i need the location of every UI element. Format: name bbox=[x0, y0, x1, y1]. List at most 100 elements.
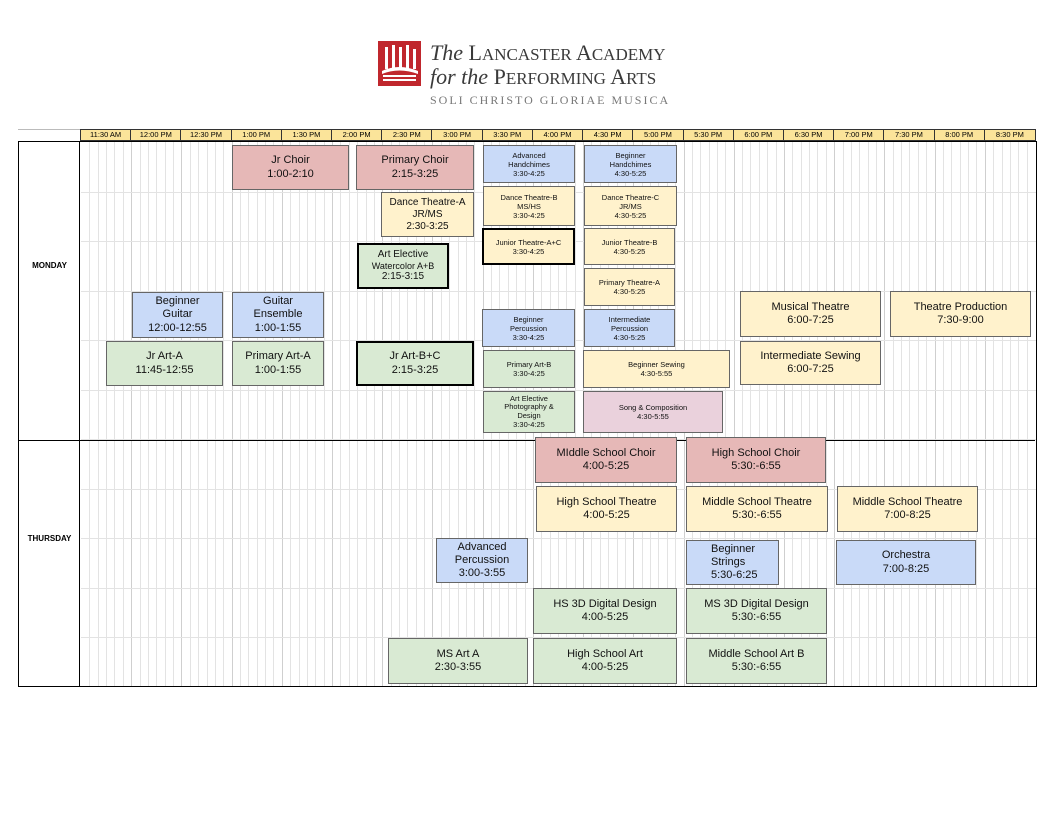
time-slot-header: 6:30 PM bbox=[784, 130, 835, 140]
grid-vline bbox=[323, 142, 325, 686]
time-slot-header: 12:30 PM bbox=[181, 130, 232, 140]
academy-title-line-2: for the PERFORMING ARTS bbox=[430, 64, 657, 89]
grid-hline bbox=[81, 389, 1036, 391]
grid-vline bbox=[106, 142, 108, 686]
grid-vline bbox=[424, 142, 426, 686]
grid-vline bbox=[248, 142, 250, 686]
day-label-monday: MONDAY bbox=[32, 261, 67, 270]
grid-vline bbox=[298, 142, 300, 686]
grid-vline bbox=[97, 142, 99, 686]
time-slot-header: 3:30 PM bbox=[483, 130, 533, 140]
grid-vline bbox=[415, 142, 417, 686]
grid-vline bbox=[767, 142, 769, 686]
grid-vline bbox=[306, 142, 308, 686]
grid-vline bbox=[574, 142, 576, 686]
grid-vline bbox=[1018, 142, 1020, 686]
grid-vline bbox=[725, 142, 727, 686]
grid-vline bbox=[758, 142, 760, 686]
time-slot-header: 12:00 PM bbox=[131, 130, 182, 140]
academy-header: The LANCASTER ACADEMY for the PERFORMING… bbox=[376, 38, 686, 108]
grid-vline bbox=[231, 142, 233, 686]
grid-vline bbox=[934, 142, 936, 686]
grid-vline bbox=[457, 142, 459, 686]
grid-vline bbox=[198, 142, 200, 686]
grid-vline bbox=[901, 142, 903, 686]
academy-motto: SOLI CHRISTO GLORIAE MUSICA bbox=[430, 93, 671, 107]
grid-vline bbox=[382, 142, 384, 686]
grid-vline bbox=[733, 142, 735, 686]
day-divider bbox=[19, 440, 1035, 441]
grid-vline bbox=[348, 142, 350, 686]
grid-vline bbox=[281, 142, 283, 686]
time-slot-header: 2:30 PM bbox=[382, 130, 433, 140]
grid-vline bbox=[399, 142, 400, 686]
grid-vline bbox=[474, 142, 476, 686]
grid-vline bbox=[792, 142, 794, 686]
grid-vline bbox=[859, 142, 861, 686]
grid-vline bbox=[357, 142, 359, 686]
time-slot-header: 8:00 PM bbox=[935, 130, 985, 140]
time-slot-header: 11:30 AM bbox=[81, 130, 132, 140]
grid-vline bbox=[89, 142, 91, 686]
grid-vline bbox=[892, 142, 894, 686]
grid-vline bbox=[976, 142, 978, 686]
grid-vline bbox=[156, 142, 158, 686]
grid-vline bbox=[273, 142, 275, 686]
time-slot-header: 7:00 PM bbox=[834, 130, 885, 140]
day-column: MONDAY THURSDAY bbox=[19, 142, 80, 686]
grid-vline bbox=[917, 142, 919, 686]
time-slot-header: 8:30 PM bbox=[995, 130, 1024, 139]
time-slot-header: 4:00 PM bbox=[533, 130, 584, 140]
grid-vline bbox=[223, 142, 225, 686]
time-slot-header: 5:00 PM bbox=[633, 130, 684, 140]
grid-vline bbox=[206, 142, 208, 686]
time-slot-header: 1:00 PM bbox=[232, 130, 282, 140]
grid-vline bbox=[984, 142, 986, 686]
grid-vline bbox=[189, 142, 191, 686]
grid-vline bbox=[332, 142, 334, 686]
grid-vline bbox=[968, 142, 970, 686]
grid-vline bbox=[256, 142, 258, 686]
time-slot-header: 4:30 PM bbox=[583, 130, 634, 140]
grid-vline bbox=[993, 142, 995, 686]
grid-vline bbox=[147, 142, 149, 686]
grid-vline bbox=[926, 142, 928, 686]
grid-vline bbox=[440, 142, 442, 686]
grid-vline bbox=[800, 142, 802, 686]
grid-vline bbox=[884, 142, 886, 686]
grid-vline bbox=[114, 142, 116, 686]
grid-vline bbox=[783, 142, 785, 686]
grid-vline bbox=[214, 142, 216, 686]
time-slot-header: 6:00 PM bbox=[734, 130, 784, 140]
grid-vline bbox=[1009, 142, 1011, 686]
grid-vline bbox=[959, 142, 961, 686]
